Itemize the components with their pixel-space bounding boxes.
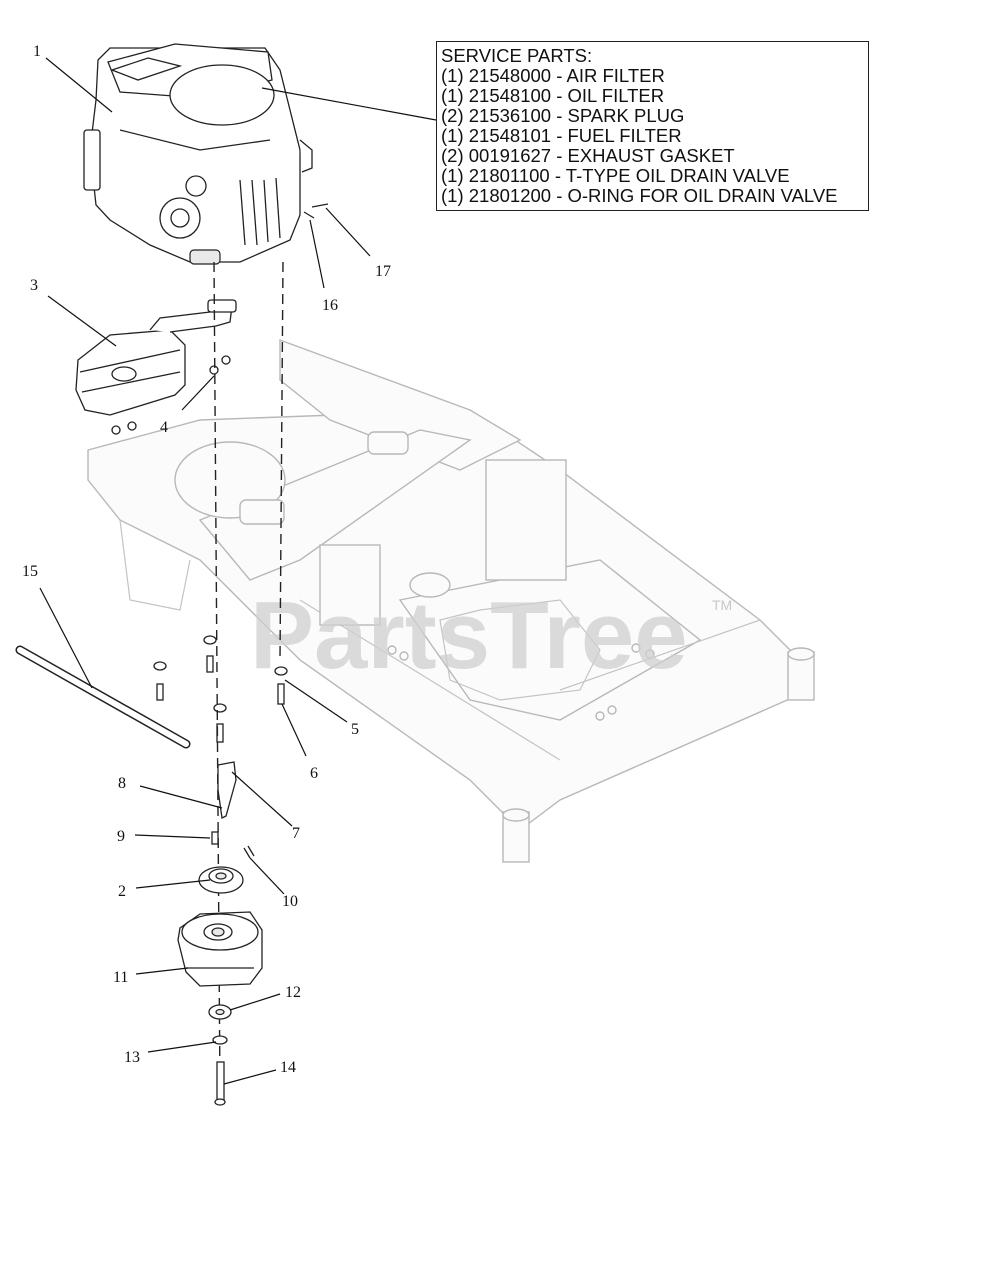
callout-6: 6 xyxy=(310,765,318,782)
callout-8: 8 xyxy=(118,775,126,792)
service-part-item: (1) 21548101 - FUEL FILTER xyxy=(441,125,682,146)
callout-14: 14 xyxy=(280,1059,296,1076)
service-parts-title: SERVICE PARTS: xyxy=(441,45,593,66)
service-part-item: (1) 21801100 - T-TYPE OIL DRAIN VALVE xyxy=(441,165,790,186)
service-parts-box: SERVICE PARTS: (1) 21548000 - AIR FILTER… xyxy=(436,41,869,211)
callout-5: 5 xyxy=(351,721,359,738)
fuel-fittings xyxy=(303,203,329,219)
callout-16: 16 xyxy=(322,297,338,314)
engine-assembly xyxy=(83,43,313,265)
callout-15: 15 xyxy=(22,563,38,580)
callout-3: 3 xyxy=(30,277,38,294)
bracket xyxy=(211,761,255,859)
callout-17: 17 xyxy=(375,263,391,280)
callout-2: 2 xyxy=(118,883,126,900)
callout-1: 1 xyxy=(33,43,41,60)
callout-9: 9 xyxy=(117,828,125,845)
callout-12: 12 xyxy=(285,984,301,1001)
electric-clutch xyxy=(177,911,263,987)
callout-13: 13 xyxy=(124,1049,140,1066)
callout-11: 11 xyxy=(113,969,128,986)
watermark: PartsTree xyxy=(250,582,688,689)
service-part-item: (1) 21801200 - O-RING FOR OIL DRAIN VALV… xyxy=(441,185,838,206)
service-part-item: (2) 21536100 - SPARK PLUG xyxy=(441,105,685,126)
hardware-nuts xyxy=(111,355,288,743)
service-part-item: (1) 21548100 - OIL FILTER xyxy=(441,85,665,106)
callout-10: 10 xyxy=(282,893,298,910)
centerline-bolt xyxy=(279,261,284,661)
mower-frame xyxy=(87,338,815,863)
service-part-item: (1) 21548000 - AIR FILTER xyxy=(441,65,665,86)
service-part-item: (2) 00191627 - EXHAUST GASKET xyxy=(441,145,735,166)
callout-4: 4 xyxy=(160,419,168,436)
pulley xyxy=(198,866,244,894)
callout-7: 7 xyxy=(292,825,300,842)
leader-lines xyxy=(39,57,437,1085)
rod xyxy=(15,645,191,749)
watermark-tm: TM xyxy=(712,597,732,613)
muffler xyxy=(75,299,237,416)
callout-labels: 1 3 4 15 5 6 8 7 9 2 10 11 12 13 14 16 1… xyxy=(22,43,391,1076)
clutch-hardware xyxy=(208,1004,232,1106)
